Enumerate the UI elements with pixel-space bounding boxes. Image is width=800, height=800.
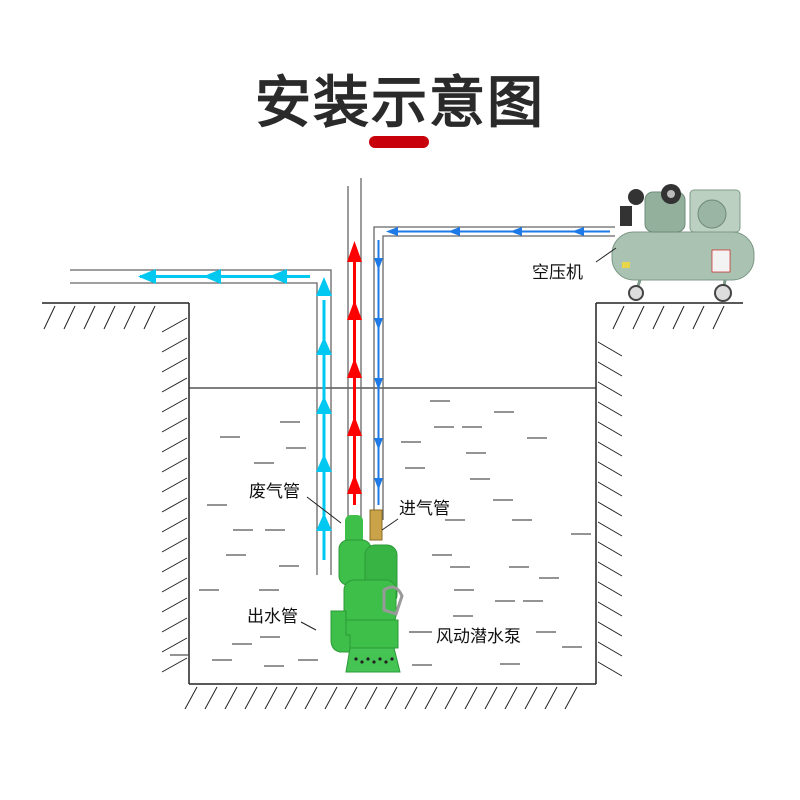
title-underline <box>369 136 429 148</box>
water-outlet-pipe <box>70 269 332 575</box>
air-compressor <box>611 184 755 302</box>
ground-right <box>595 302 743 684</box>
compressor-label: 空压机 <box>532 263 583 283</box>
ground-left <box>42 302 190 684</box>
leader-lines <box>300 496 432 633</box>
water-flow-arrows <box>138 269 332 560</box>
pump-label: 风动潜水泵 <box>436 627 521 647</box>
exhaust-flow-arrows <box>347 241 362 505</box>
exhaust-pipe-label: 废气管 <box>249 482 300 502</box>
pneumatic-submersible-pump <box>330 509 404 673</box>
air-inlet-pipe <box>373 226 615 520</box>
air-inlet-pipe-label: 进气管 <box>399 499 450 519</box>
pit-bottom <box>184 683 596 710</box>
compressor-leader-line <box>595 247 617 263</box>
exhaust-pipe <box>347 178 362 520</box>
water-outlet-pipe-label: 出水管 <box>247 607 298 627</box>
water-ripples <box>170 400 591 667</box>
page-title: 安装示意图 <box>255 71 545 136</box>
air-inlet-flow-arrows <box>374 227 610 505</box>
